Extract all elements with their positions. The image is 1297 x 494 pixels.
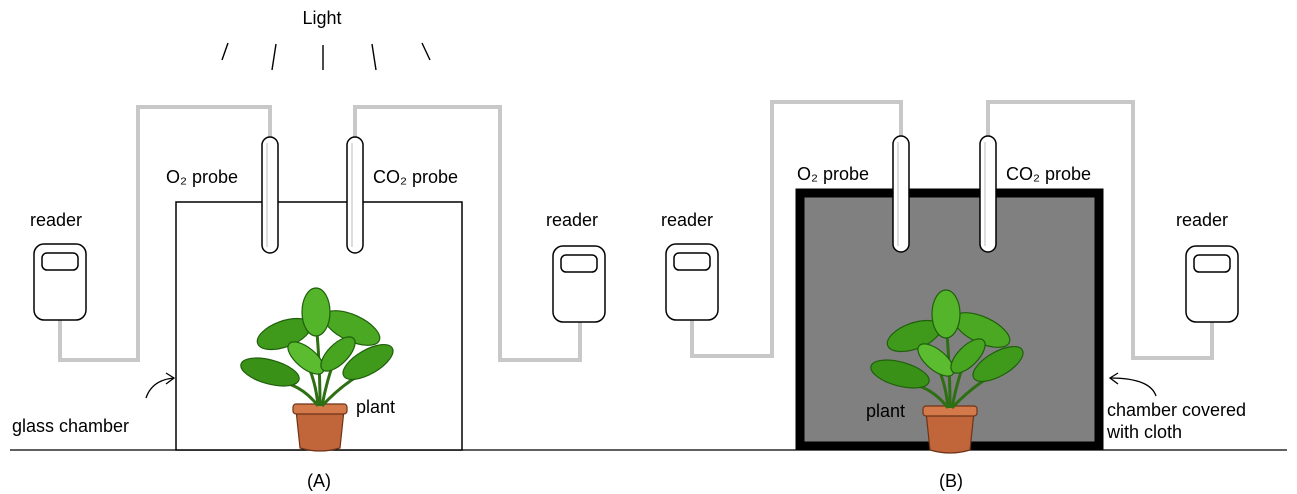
chamber-covered-label-line1: chamber covered — [1107, 400, 1246, 420]
glass-chamber-label: glass chamber — [12, 416, 129, 436]
co2-label-a: CO₂ probe — [373, 167, 458, 187]
co2-wire-a — [353, 105, 582, 362]
o2-probe-b — [892, 135, 910, 253]
plant-label-b: plant — [866, 401, 905, 421]
o2-label-b: O₂ probe — [797, 164, 869, 184]
co2-probe-b — [979, 135, 997, 253]
co2-probe-a — [346, 136, 364, 254]
reader-a-left — [33, 243, 87, 321]
light-rays — [221, 42, 431, 71]
co2-label-b: CO₂ probe — [1006, 164, 1091, 184]
reader-b-right — [1185, 245, 1239, 323]
o2-wire-b — [690, 100, 903, 358]
reader-b-left — [665, 243, 719, 321]
o2-wire-a — [58, 105, 272, 362]
o2-label-a: O₂ probe — [166, 167, 238, 187]
reader-a-right — [552, 245, 606, 323]
chamber-covered-label-line2: with cloth — [1106, 422, 1182, 442]
reader-label-a-left: reader — [30, 210, 82, 230]
reader-label-a-right: reader — [546, 210, 598, 230]
caption-b: (B) — [939, 471, 963, 491]
chamber-pointer-arrow-a — [145, 377, 175, 399]
reader-label-b-right: reader — [1176, 210, 1228, 230]
caption-a: (A) — [307, 471, 331, 491]
reader-label-b-left: reader — [661, 210, 713, 230]
chamber-pointer-arrow-b — [1109, 377, 1157, 397]
panel-a: O₂ probe CO₂ probe reader reader plant g… — [12, 105, 606, 491]
plant-label-a: plant — [356, 397, 395, 417]
light-label: Light — [302, 8, 341, 28]
co2-wire-b — [986, 100, 1214, 360]
panel-b: O₂ probe CO₂ probe reader reader plant c… — [661, 100, 1246, 491]
o2-probe-a — [261, 136, 279, 254]
